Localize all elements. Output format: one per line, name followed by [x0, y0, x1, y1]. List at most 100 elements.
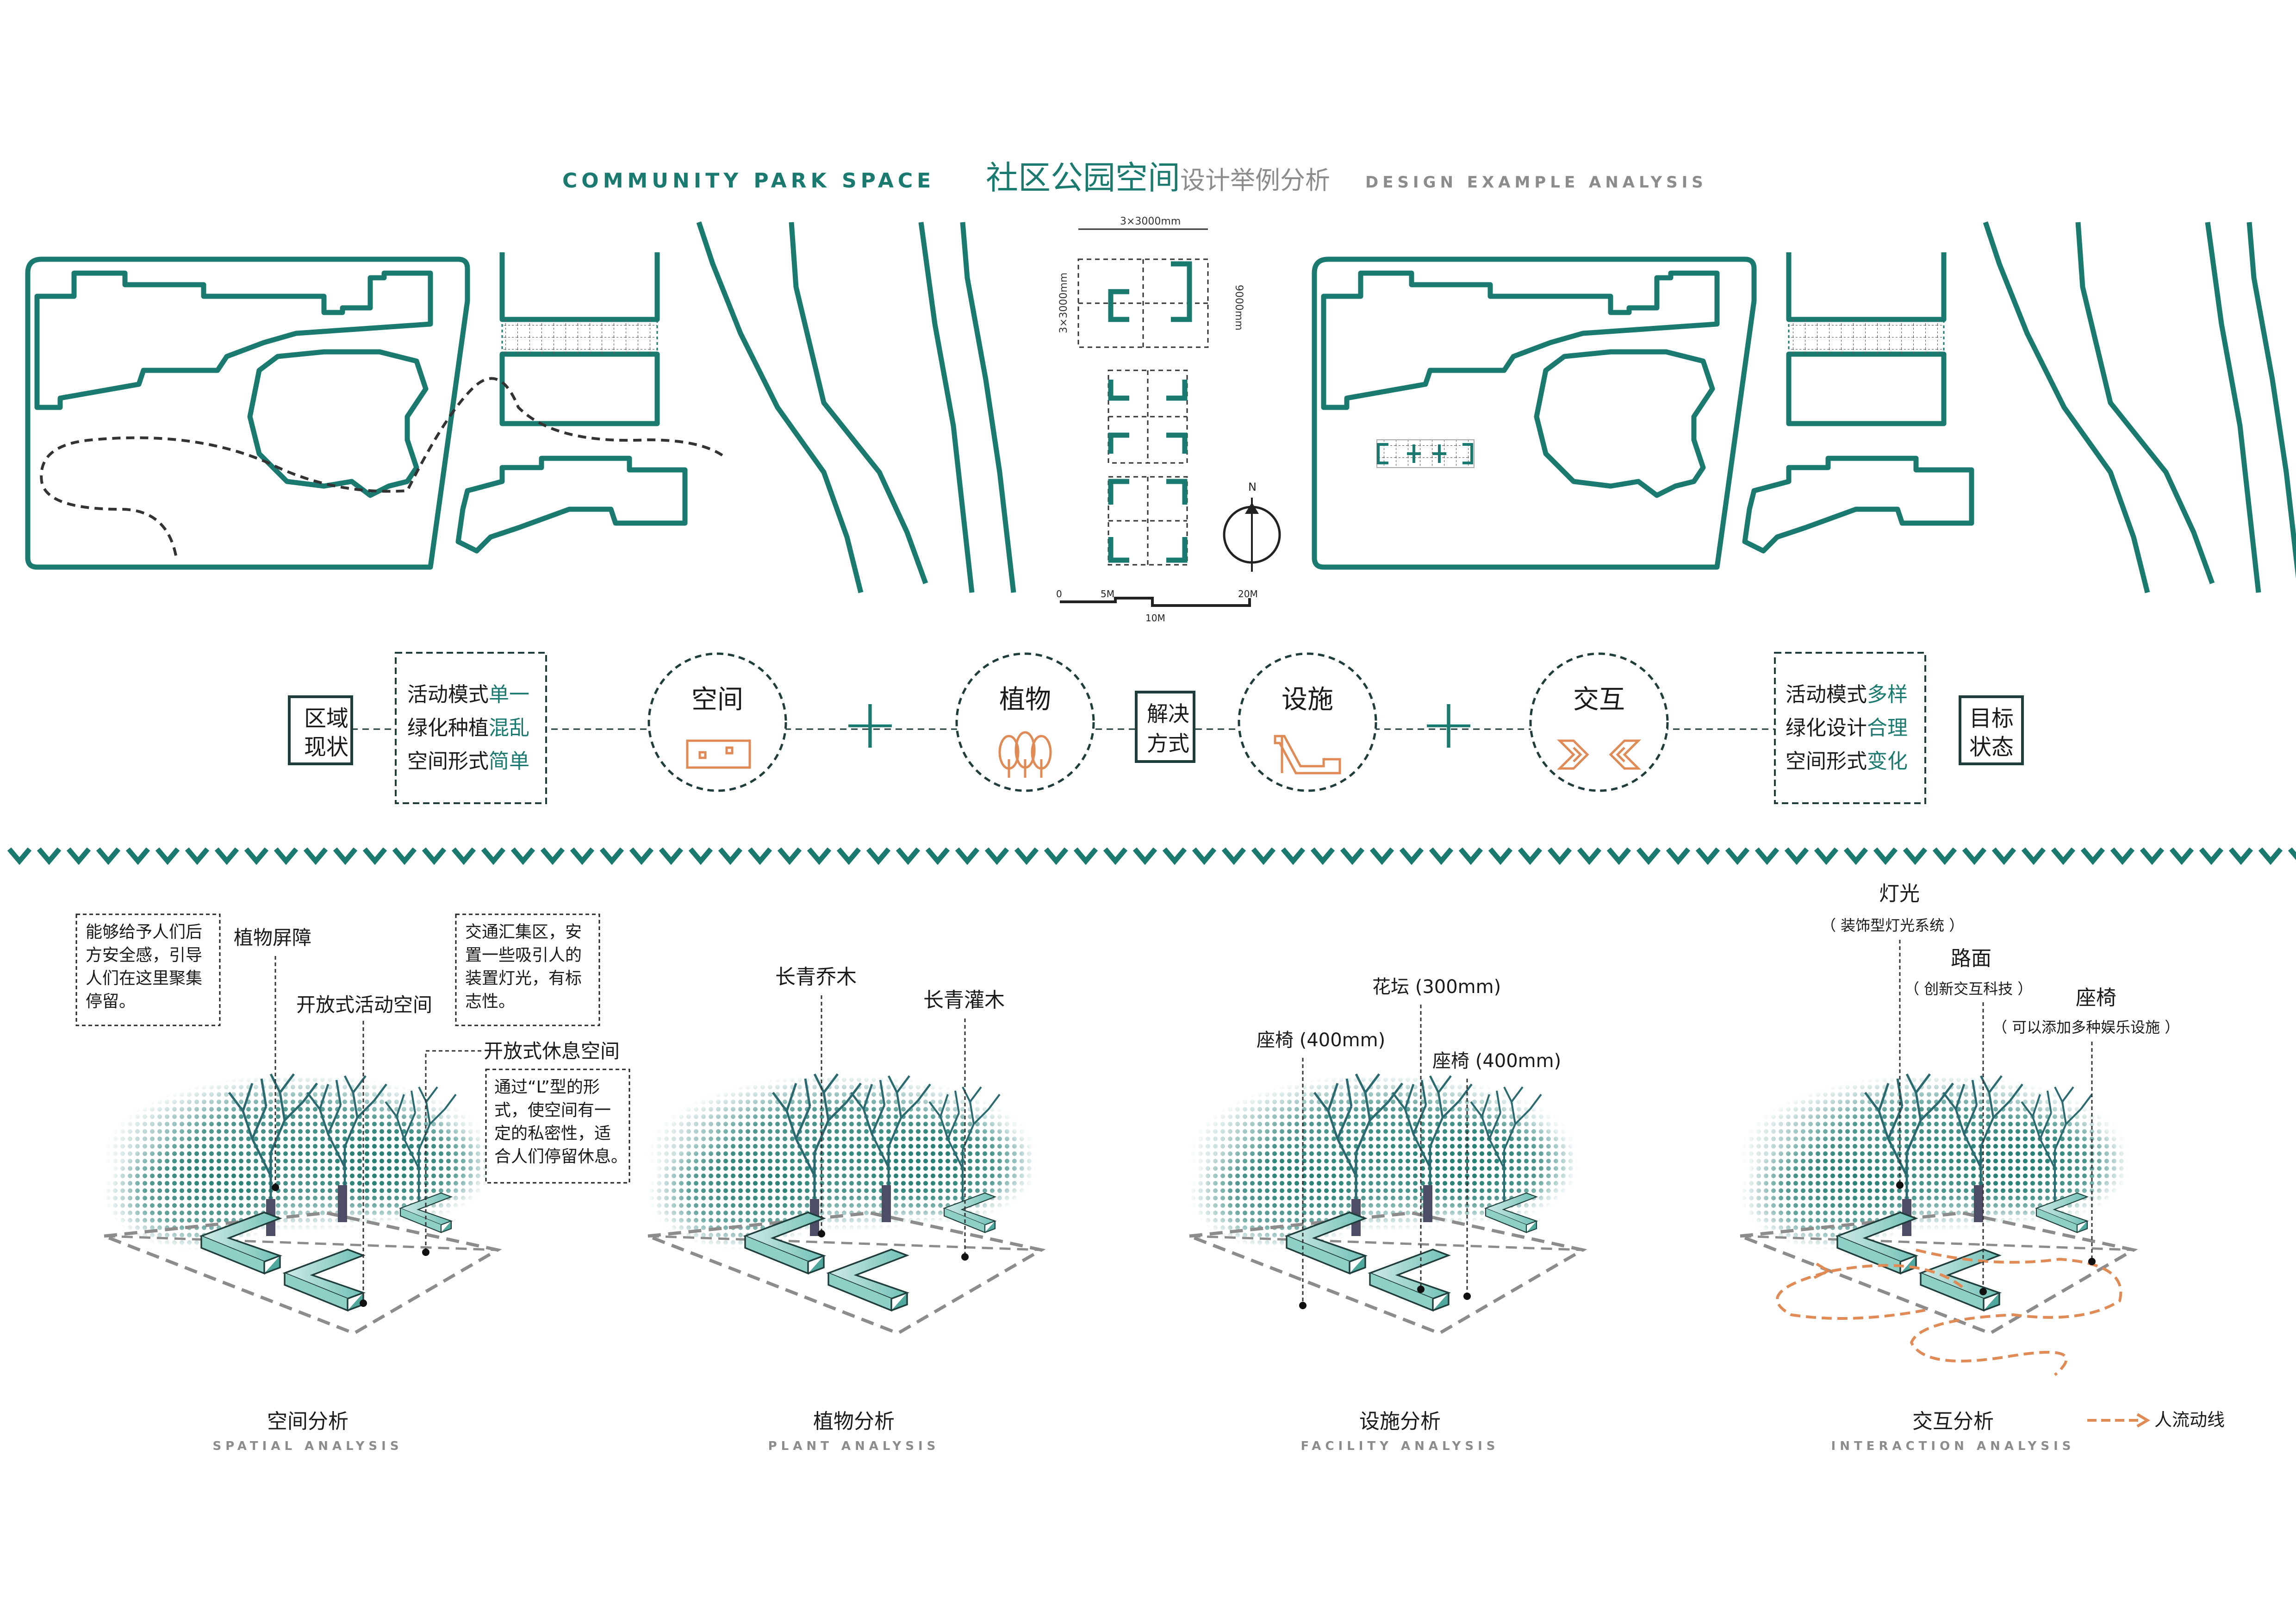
circle-space: [647, 652, 787, 792]
chevron-mark: [125, 847, 150, 865]
chevron-mark: [422, 847, 447, 865]
chevron-mark: [1784, 847, 1809, 865]
header-cn-title-main: 社区公园空间: [986, 159, 1180, 197]
chevron-mark: [599, 847, 624, 865]
new-modules-after: [1376, 439, 1475, 468]
chevron-mark: [659, 847, 684, 865]
current-label-2: 现状: [304, 734, 348, 760]
chevron-mark: [807, 847, 832, 865]
panel-facility-cn: 设施分析: [1359, 1410, 1441, 1433]
chevron-mark: [481, 847, 506, 865]
panel-spatial-cn: 空间分析: [267, 1410, 348, 1433]
chevron-mark: [1814, 847, 1839, 865]
panel-facility-en: FACILITY ANALYSIS: [1301, 1439, 1500, 1453]
chevron-mark: [2140, 847, 2165, 865]
note-3-line-3: 定的私密性，适: [494, 1124, 611, 1143]
current-label-1: 区域: [304, 706, 348, 731]
circle-plant-label: 植物: [999, 685, 1051, 715]
chevron-mark: [96, 847, 121, 865]
note-3-line-2: 式，使空间有一: [494, 1101, 611, 1120]
chevron-mark: [1873, 847, 1898, 865]
chevron-mark: [1014, 847, 1039, 865]
facility-icon: [1274, 735, 1341, 775]
note-2-line-2: 置一些吸引人的: [465, 946, 582, 965]
scale-twenty: 20M: [1238, 588, 1258, 600]
site-plan-before: [25, 221, 1016, 593]
chevron-mark: [66, 847, 91, 865]
chevron-mark: [1577, 847, 1602, 865]
note-1-line-4: 停留。: [86, 992, 136, 1011]
chevron-mark: [1903, 847, 1928, 865]
label-seat: 座椅: [2076, 986, 2116, 1010]
chevron-mark: [1132, 847, 1157, 865]
chevron-mark: [392, 847, 417, 865]
circle-interaction: [1529, 652, 1669, 792]
module-dim-left: 3×3000mm: [1058, 273, 1070, 333]
chevron-mark: [1636, 847, 1661, 865]
target-label-box: [1959, 695, 2024, 765]
chevron-mark: [1162, 847, 1187, 865]
label-evergreen-tree: 长青乔木: [775, 965, 857, 989]
header-cn-title-sub: 设计举例分析: [1180, 166, 1330, 195]
note-2-line-3: 装置灯光，有标: [465, 969, 582, 988]
flow-row: 区域 现状 活动模式单一 绿化种植混乱 空间形式简单 空间 + 植物 解决 方式: [288, 652, 2024, 804]
chevron-mark: [629, 847, 654, 865]
flow-line-1: [1776, 1264, 1963, 1320]
note-1-box: [75, 913, 221, 1026]
chevron-mark: [1103, 847, 1128, 865]
site-plan-after: [1312, 221, 2296, 593]
chevron-mark: [1932, 847, 1957, 865]
chevron-mark: [2199, 847, 2224, 865]
note-3-line-1: 通过“L”型的形: [494, 1078, 600, 1097]
chevron-mark: [1991, 847, 2016, 865]
label-open-rest: 开放式休息空间: [484, 1040, 620, 1062]
panel-spatial: 能够给予人们后 方安全感，引导 人们在这里聚集 停留。 植物屏障 开放式活动空间…: [75, 913, 630, 1453]
module-dim-right: 9000mm: [1233, 285, 1244, 331]
panel-spatial-en: SPATIAL ANALYSIS: [212, 1439, 403, 1453]
chevron-mark: [244, 847, 269, 865]
chevron-mark: [1695, 847, 1720, 865]
label-seat-2: 座椅 (400mm): [1432, 1050, 1561, 1072]
circle-facility: [1238, 652, 1377, 792]
chevron-mark: [1666, 847, 1691, 865]
chevron-mark: [1369, 847, 1394, 865]
target-item-2: 绿化设计合理: [1786, 716, 1908, 740]
chevron-mark: [1606, 847, 1631, 865]
interaction-icon: [1556, 739, 1642, 770]
scale-bar: 0 5M 10M 20M: [1056, 588, 1258, 624]
flow-line-2: [1910, 1249, 2122, 1376]
scale-ten: 10M: [1145, 612, 1165, 624]
target-items-box: [1774, 652, 1926, 804]
chevron-mark: [1221, 847, 1246, 865]
solution-label-2: 方式: [1147, 731, 1189, 756]
note-1-line-2: 方安全感，引导: [86, 946, 202, 965]
current-items-box: [395, 652, 547, 804]
label-light: 灯光: [1879, 882, 1920, 906]
chevron-mark: [1044, 847, 1069, 865]
chevron-mark: [451, 847, 476, 865]
north-label: N: [1248, 481, 1257, 493]
space-icon: [686, 739, 751, 769]
current-label-box: [288, 695, 353, 765]
chevron-mark: [2110, 847, 2135, 865]
module-dim-top: 3×3000mm: [1120, 216, 1181, 227]
chevron-mark: [2021, 847, 2046, 865]
legend-flow: 人流动线: [2087, 1410, 2225, 1430]
chevron-mark: [955, 847, 980, 865]
label-open-activity: 开放式活动空间: [296, 993, 432, 1016]
chevron-mark: [718, 847, 743, 865]
chevron-mark: [688, 847, 713, 865]
scale-zero: 0: [1056, 588, 1062, 600]
grid-paving-after: [1788, 319, 1945, 355]
chevron-mark: [1281, 847, 1306, 865]
note-1-line-1: 能够给予人们后: [86, 923, 202, 942]
label-light-sub: （ 装饰型灯光系统 ）: [1821, 917, 1964, 934]
target-label-2: 状态: [1969, 734, 2014, 760]
target-item-1: 活动模式多样: [1786, 683, 1908, 706]
note-1-line-3: 人们在这里聚集: [86, 969, 202, 988]
plus-1: +: [841, 684, 899, 764]
chevron-mark: [2051, 847, 2076, 865]
chevron-mark: [836, 847, 861, 865]
panel-interaction-en: INTERACTION ANALYSIS: [1831, 1439, 2075, 1453]
legend-flow-label: 人流动线: [2154, 1410, 2225, 1430]
